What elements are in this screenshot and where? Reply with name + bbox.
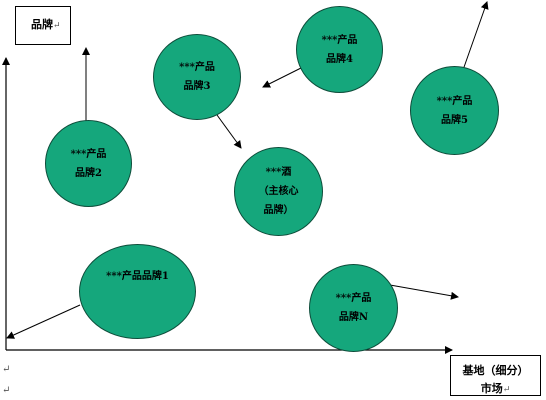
bubble-brand3-line2: 品牌3 bbox=[183, 81, 211, 92]
bubble-brand4-line1: ***产品 bbox=[321, 34, 358, 46]
y-axis-label-box: 品牌↵ bbox=[15, 6, 71, 45]
return-mark: ↵ bbox=[53, 21, 61, 31]
bubble-brand5-line1: ***产品 bbox=[436, 95, 473, 107]
bubble-brand2: ***产品品牌2 bbox=[45, 120, 132, 207]
bubble-core-line3: 品牌） bbox=[263, 205, 294, 216]
bubble-core-line1: ***酒 bbox=[265, 167, 292, 178]
arrow-brand1 bbox=[6, 304, 81, 339]
bubble-brand2-line2: 品牌2 bbox=[75, 167, 102, 179]
paragraph-mark: ↵ bbox=[2, 364, 11, 375]
bubble-brand4-line2: 品牌4 bbox=[326, 53, 353, 65]
bubble-brand3: ***产品品牌3 bbox=[153, 34, 241, 120]
arrow-brand5 bbox=[462, 1, 489, 71]
bubble-brand3-line1: ***产品 bbox=[179, 62, 215, 73]
bubble-brandN-line1: ***产品 bbox=[335, 293, 372, 304]
bubble-brand5-line2: 品牌5 bbox=[441, 114, 468, 126]
bubble-core-line2: （主核心 bbox=[258, 186, 299, 197]
return-mark-small: ↵ bbox=[502, 385, 511, 395]
bubble-brand4: ***产品品牌4 bbox=[296, 6, 383, 93]
bubble-core-brand: ***酒 （主核心品牌） bbox=[234, 147, 323, 236]
bubble-brandN-line2: 品牌N bbox=[338, 312, 369, 323]
bubble-brandN: ***产品品牌N bbox=[309, 264, 398, 352]
x-axis-label-line1: 基地（细分） bbox=[462, 364, 529, 377]
bubble-brand1: ***产品品牌1 bbox=[79, 244, 196, 339]
x-axis-label-box: 基地（细分） 市场↵ bbox=[450, 355, 541, 396]
bubble-brand1-line1: ***产品品牌1 bbox=[106, 271, 169, 282]
arrow-brandN bbox=[389, 284, 459, 300]
x-axis-label-line2: 市场 bbox=[480, 382, 503, 395]
arrow-brand4 bbox=[262, 66, 304, 88]
y-axis-label: 品牌 bbox=[31, 18, 53, 31]
bubble-brand5: ***产品品牌5 bbox=[410, 66, 499, 155]
paragraph-mark: ↵ bbox=[2, 385, 11, 396]
bubble-brand2-line1: ***产品 bbox=[70, 148, 107, 160]
arrow-brand3 bbox=[216, 114, 242, 149]
